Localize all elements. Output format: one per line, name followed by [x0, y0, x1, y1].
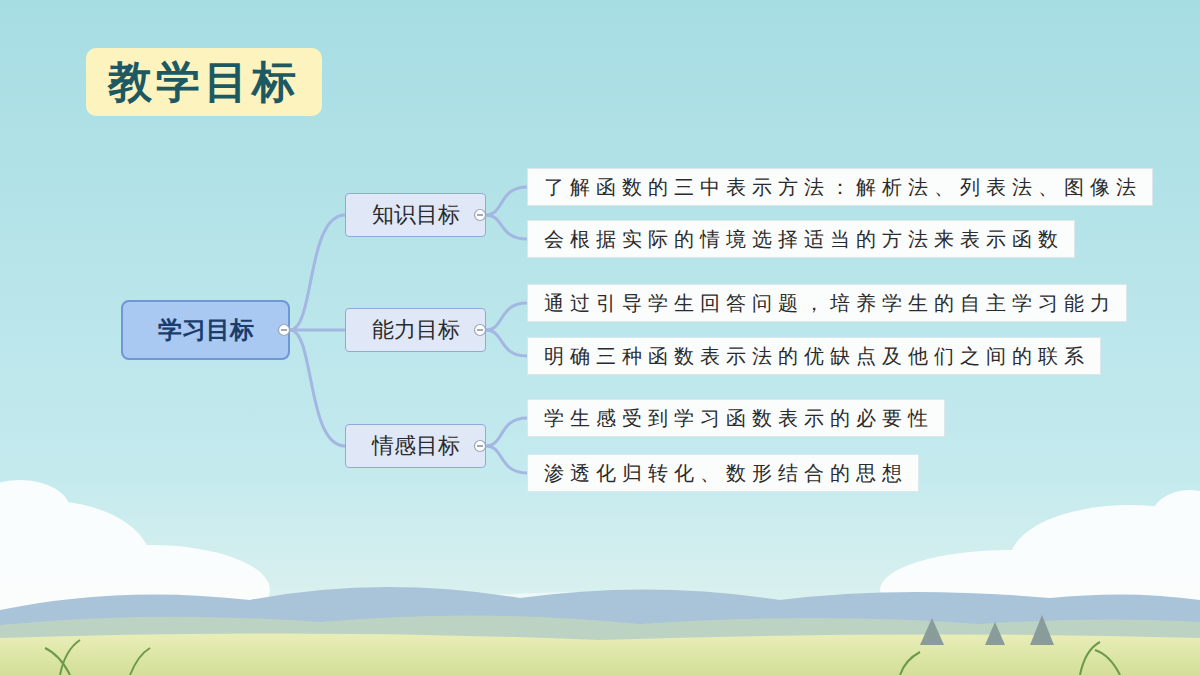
node-label: 学习目标 — [158, 314, 254, 346]
branch-line — [486, 187, 527, 215]
goal-box: 明确三种函数表示法的优缺点及他们之间的联系 — [527, 337, 1101, 375]
goal-text: 会根据实际的情境选择适当的方法来表示函数 — [544, 224, 1064, 254]
goal-box: 渗透化归转化、数形结合的思想 — [527, 454, 919, 492]
category-box: 知识目标 — [345, 193, 486, 237]
branch-line — [486, 215, 527, 239]
goal-text: 学生感受到学习函数表示的必要性 — [544, 403, 934, 433]
far-mountains — [0, 587, 1200, 675]
branch-line — [290, 329, 345, 332]
branch-line — [486, 418, 527, 446]
meadow — [0, 633, 1200, 675]
grass — [45, 640, 1120, 675]
goal-box: 通过引导学生回答问题，培养学生的自主学习能力 — [527, 284, 1127, 322]
goal-box: 了解函数的三中表示方法：解析法、列表法、图像法 — [527, 168, 1153, 206]
goal-text: 明确三种函数表示法的优缺点及他们之间的联系 — [544, 341, 1090, 371]
branch-line — [290, 215, 345, 330]
goal-box: 会根据实际的情境选择适当的方法来表示函数 — [527, 220, 1075, 258]
branch-line — [290, 330, 345, 446]
branch-line — [486, 330, 527, 356]
category-box: 情感目标 — [345, 424, 486, 468]
node-label: 情感目标 — [372, 431, 460, 461]
trees — [920, 615, 1054, 645]
goal-text: 渗透化归转化、数形结合的思想 — [544, 458, 908, 488]
root-box: 学习目标 — [121, 300, 290, 360]
slide-title: 教学目标 — [86, 48, 322, 116]
branch-line — [486, 303, 527, 330]
hills — [0, 615, 1200, 675]
category-box: 能力目标 — [345, 308, 486, 352]
branch-line — [486, 446, 527, 473]
collapse-circle — [279, 210, 486, 452]
collapse-minus — [281, 215, 483, 446]
node-label: 能力目标 — [372, 315, 460, 345]
goal-text: 通过引导学生回答问题，培养学生的自主学习能力 — [544, 288, 1116, 318]
node-label: 知识目标 — [372, 200, 460, 230]
goal-box: 学生感受到学习函数表示的必要性 — [527, 399, 945, 437]
goal-text: 了解函数的三中表示方法：解析法、列表法、图像法 — [544, 172, 1142, 202]
